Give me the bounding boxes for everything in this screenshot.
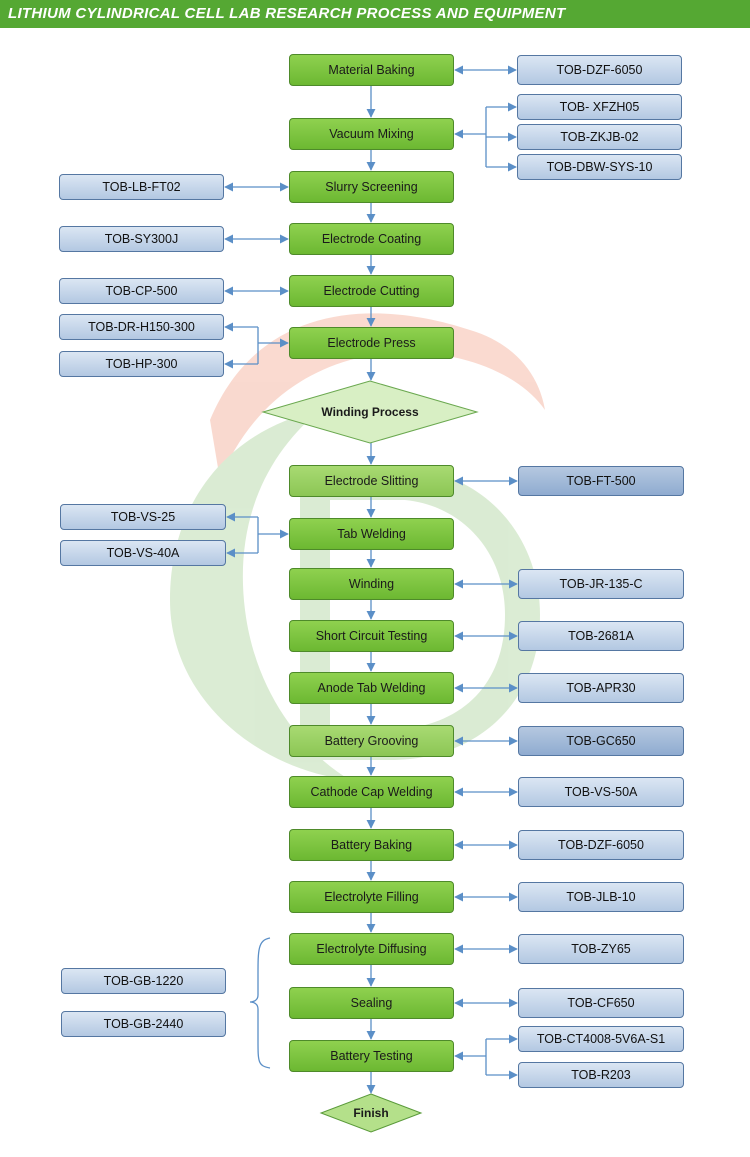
page-title: LITHIUM CYLINDRICAL CELL LAB RESEARCH PR… [8,5,566,22]
equip-anode-tab-welding[interactable]: TOB-APR30 [518,673,684,703]
winding-process-diamond[interactable] [261,380,479,444]
step-electrode-cutting[interactable]: Electrode Cutting [289,275,454,307]
equip-tab-welding-2[interactable]: TOB-VS-40A [60,540,226,566]
equip-short-circuit-testing[interactable]: TOB-2681A [518,621,684,651]
step-slurry-screening[interactable]: Slurry Screening [289,171,454,203]
step-electrolyte-filling[interactable]: Electrolyte Filling [289,881,454,913]
step-vacuum-mixing[interactable]: Vacuum Mixing [289,118,454,150]
equip-slurry-screening[interactable]: TOB-LB-FT02 [59,174,224,200]
equip-electrolyte-diffusing[interactable]: TOB-ZY65 [518,934,684,964]
equip-battery-grooving[interactable]: TOB-GC650 [518,726,684,756]
equip-vacuum-mixing-1[interactable]: TOB- XFZH05 [517,94,682,120]
equip-cathode-cap-welding[interactable]: TOB-VS-50A [518,777,684,807]
equip-material-baking[interactable]: TOB-DZF-6050 [517,55,682,85]
step-tab-welding[interactable]: Tab Welding [289,518,454,550]
equip-electrode-slitting[interactable]: TOB-FT-500 [518,466,684,496]
step-anode-tab-welding[interactable]: Anode Tab Welding [289,672,454,704]
equip-battery-testing-2[interactable]: TOB-R203 [518,1062,684,1088]
connector-lines [224,65,518,1094]
equip-electrode-coating[interactable]: TOB-SY300J [59,226,224,252]
step-electrode-press[interactable]: Electrode Press [289,327,454,359]
equip-electrode-press-2[interactable]: TOB-HP-300 [59,351,224,377]
equip-vacuum-mixing-3[interactable]: TOB-DBW-SYS-10 [517,154,682,180]
header-bar: LITHIUM CYLINDRICAL CELL LAB RESEARCH PR… [0,0,750,28]
step-battery-testing[interactable]: Battery Testing [289,1040,454,1072]
step-sealing[interactable]: Sealing [289,987,454,1019]
equip-winding[interactable]: TOB-JR-135-C [518,569,684,599]
step-material-baking[interactable]: Material Baking [289,54,454,86]
equip-electrolyte-filling[interactable]: TOB-JLB-10 [518,882,684,912]
step-electrolyte-diffusing[interactable]: Electrolyte Diffusing [289,933,454,965]
equip-sealing[interactable]: TOB-CF650 [518,988,684,1018]
step-finish: Finish [353,1106,389,1120]
step-battery-grooving[interactable]: Battery Grooving [289,725,454,757]
finish-diamond[interactable] [319,1093,423,1133]
step-electrode-coating[interactable]: Electrode Coating [289,223,454,255]
step-winding-process: Winding Process [321,405,419,419]
step-cathode-cap-welding[interactable]: Cathode Cap Welding [289,776,454,808]
equip-tab-welding-1[interactable]: TOB-VS-25 [60,504,226,530]
equip-battery-testing-1[interactable]: TOB-CT4008-5V6A-S1 [518,1026,684,1052]
step-short-circuit-testing[interactable]: Short Circuit Testing [289,620,454,652]
equip-vacuum-mixing-2[interactable]: TOB-ZKJB-02 [517,124,682,150]
equip-glove-box-1[interactable]: TOB-GB-1220 [61,968,226,994]
equip-glove-box-2[interactable]: TOB-GB-2440 [61,1011,226,1037]
step-winding[interactable]: Winding [289,568,454,600]
equip-electrode-press-1[interactable]: TOB-DR-H150-300 [59,314,224,340]
step-battery-baking[interactable]: Battery Baking [289,829,454,861]
diffusing-brace [249,937,271,1069]
equip-electrode-cutting[interactable]: TOB-CP-500 [59,278,224,304]
step-electrode-slitting[interactable]: Electrode Slitting [289,465,454,497]
equip-battery-baking[interactable]: TOB-DZF-6050 [518,830,684,860]
